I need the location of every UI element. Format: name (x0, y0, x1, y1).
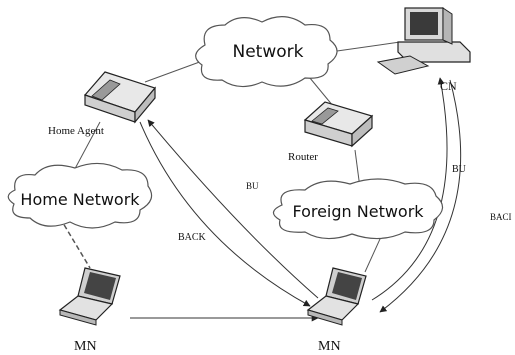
mn-left-laptop-icon (58, 267, 121, 326)
home-network-cloud: Home Network (7, 162, 153, 229)
network-label: Network (233, 42, 304, 62)
router-icon (303, 101, 374, 148)
router-label: Router (288, 151, 318, 163)
back-arrow-home-agent (139, 121, 311, 307)
home-network-label: Home Network (20, 190, 140, 209)
cn-computer-icon (376, 7, 471, 75)
back-arrow-cn (379, 79, 462, 313)
mn-right-label: MN (318, 339, 341, 354)
back-label-cn: BACI (490, 212, 512, 222)
bu-label-cn: BU (452, 164, 467, 175)
bu-label-home: BU (246, 181, 259, 191)
home-agent-label: Home Agent (48, 125, 104, 137)
mn-right-laptop-icon (306, 267, 367, 326)
bu-arrow-home-agent (147, 119, 319, 299)
link-homenetwork-mn-dashed (59, 217, 91, 269)
cn-label: CN (440, 79, 457, 93)
link-network-homeagent (144, 59, 206, 83)
mn-left-label: MN (74, 339, 97, 354)
back-label-home: BACK (178, 232, 207, 243)
home-agent-router-icon (83, 71, 157, 124)
foreign-network-label: Foreign Network (292, 202, 424, 221)
link-network-cn (329, 41, 401, 53)
network-cloud: Network (195, 16, 338, 88)
foreign-network-cloud: Foreign Network (272, 178, 444, 240)
